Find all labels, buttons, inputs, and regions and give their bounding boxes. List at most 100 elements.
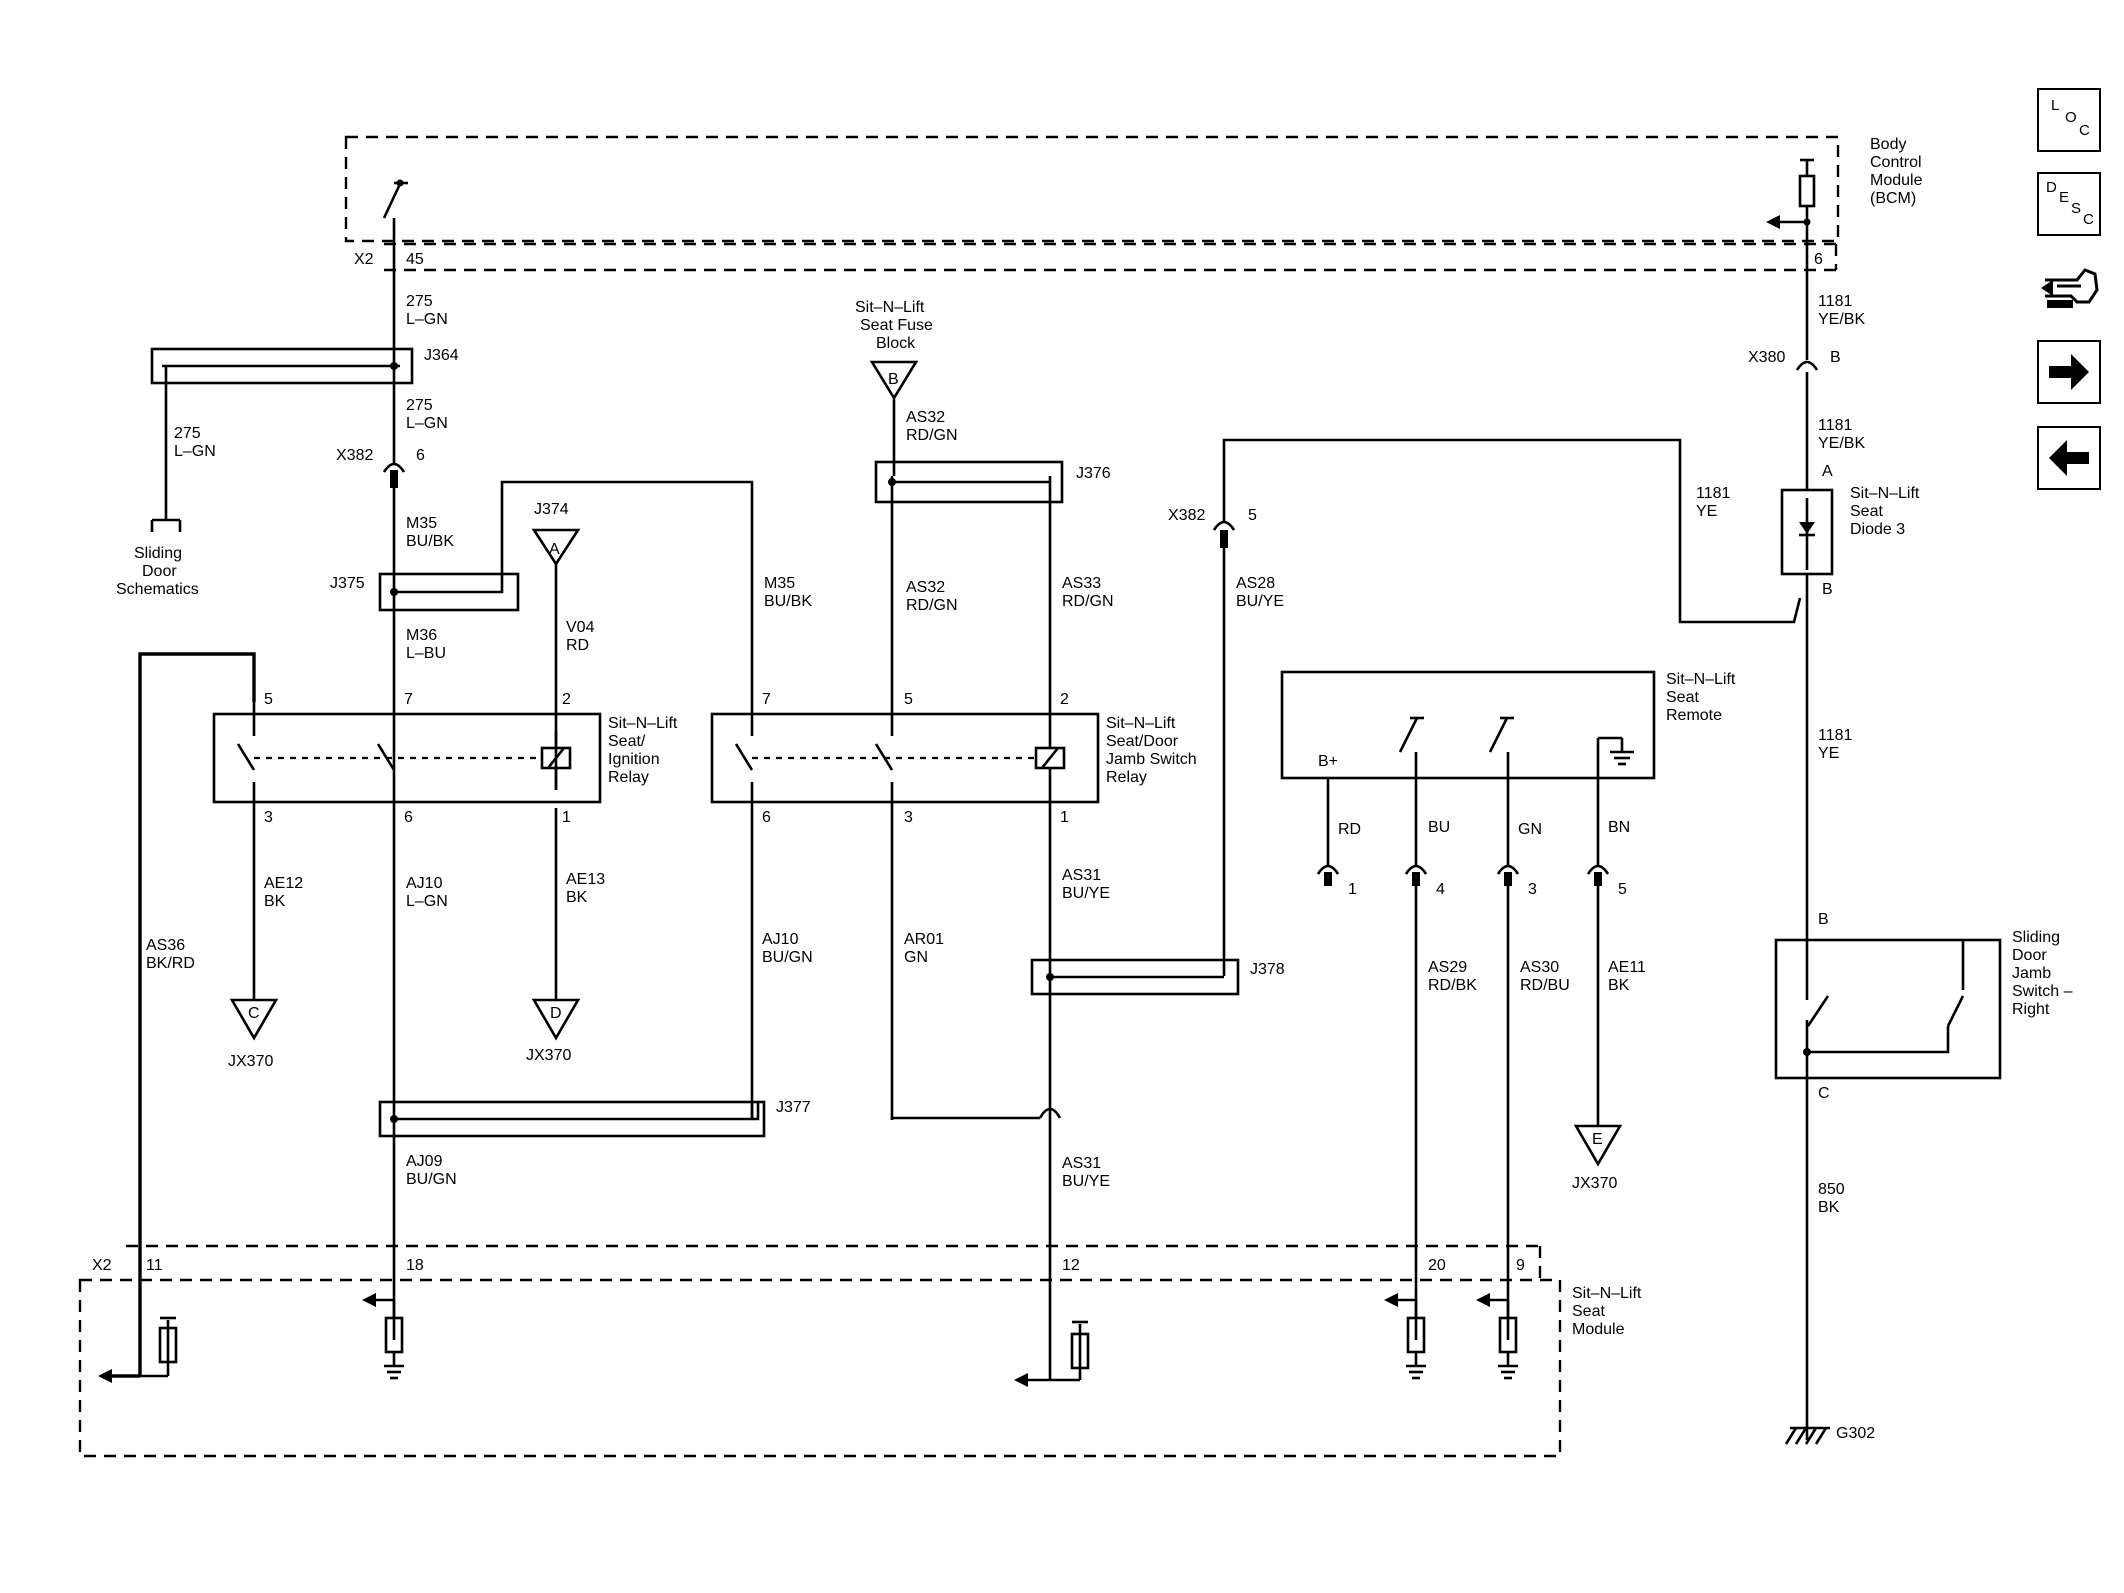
svg-text:Control: Control xyxy=(1870,154,1922,171)
wire-label: 1181 xyxy=(1818,417,1853,434)
seat-module-pin11-input xyxy=(98,1316,178,1383)
desc-icon[interactable]: D E S C xyxy=(2037,172,2101,236)
offpage-c-label: C xyxy=(248,1005,260,1022)
svg-text:Seat: Seat xyxy=(1666,689,1699,706)
relay-ign-label: Sit–N–Lift Seat/ Ignition Relay xyxy=(608,715,678,786)
loc-icon[interactable]: L O C xyxy=(2037,88,2101,152)
connector-tool-icon[interactable] xyxy=(2037,256,2101,320)
wire-label: 1181 xyxy=(1696,485,1731,502)
jx370-label: JX370 xyxy=(1572,1175,1617,1192)
offpage-b-label: B xyxy=(888,371,899,388)
pin-label: 5 xyxy=(264,691,273,708)
svg-text:Relay: Relay xyxy=(1106,769,1147,786)
wire-label: BU/YE xyxy=(1236,593,1284,610)
wire-label: L–GN xyxy=(406,311,448,328)
wire-label: BK xyxy=(264,893,286,910)
pin-label: 1 xyxy=(1060,809,1069,826)
wire-label: L–GN xyxy=(406,415,448,432)
wire-label: AJ10 xyxy=(762,931,799,948)
svg-text:Sit–N–Lift: Sit–N–Lift xyxy=(608,715,678,732)
seat-module-pin20-input xyxy=(1384,1293,1426,1380)
wire-label: BU/GN xyxy=(406,1171,457,1188)
loc-letter: L xyxy=(2051,97,2060,114)
j378-splice xyxy=(1030,958,1240,996)
svg-text:Module: Module xyxy=(1870,172,1923,189)
svg-text:Door: Door xyxy=(142,563,177,580)
wire-label: BU/BK xyxy=(764,593,812,610)
svg-text:Sliding: Sliding xyxy=(134,545,182,562)
wire-label: AS30 xyxy=(1520,959,1559,976)
j375-splice xyxy=(378,572,520,612)
wire-label: YE/BK xyxy=(1818,311,1865,328)
diode-label: Diode 3 xyxy=(1850,521,1905,538)
next-arrow-icon[interactable] xyxy=(2037,340,2101,404)
previous-arrow-icon[interactable] xyxy=(2037,426,2101,490)
wire-label: 275 xyxy=(406,397,433,414)
pin-label: 1 xyxy=(1348,881,1357,898)
remote-bplus-label: B+ xyxy=(1318,753,1338,770)
offpage-e xyxy=(1573,1124,1623,1167)
wire-label: AJ09 xyxy=(406,1153,443,1170)
wire-label: AS28 xyxy=(1236,575,1275,592)
wire-label: YE xyxy=(1696,503,1717,520)
relay-door-label: Sit–N–Lift Seat/Door Jamb Switch Relay xyxy=(1106,715,1197,786)
wire-label: AR01 xyxy=(904,931,944,948)
wire-label: 1181 xyxy=(1818,293,1853,310)
j374-label: J374 xyxy=(534,501,569,518)
fuse-block-label: Seat Fuse xyxy=(860,317,933,334)
wire-label: AS36 xyxy=(146,937,185,954)
offpage-d-label: D xyxy=(550,1005,562,1022)
wire-label: M35 xyxy=(406,515,437,532)
wire-label: L–GN xyxy=(174,443,216,460)
svg-text:Jamb: Jamb xyxy=(2012,965,2051,982)
bcm-label: Body Control Module (BCM) xyxy=(1870,136,1923,207)
wire-label: RD xyxy=(566,637,589,654)
diode-label: Sit–N–Lift xyxy=(1850,485,1920,502)
loc-letter: C xyxy=(2079,122,2090,139)
pin-label: 6 xyxy=(762,809,771,826)
sit-n-lift-ignition-relay xyxy=(212,712,602,804)
wire-label: AE11 xyxy=(1608,959,1646,976)
j364-splice xyxy=(150,347,414,385)
g302-label: G302 xyxy=(1836,1425,1875,1442)
wire-label: YE xyxy=(1818,745,1839,762)
pin-label: 5 xyxy=(1618,881,1627,898)
svg-text:Sit–N–Lift: Sit–N–Lift xyxy=(1666,671,1736,688)
wire-label: BK xyxy=(566,889,588,906)
pin-x382-5: 5 xyxy=(1248,507,1257,524)
j377-label: J377 xyxy=(776,1099,811,1116)
wire-label: AS32 xyxy=(906,579,945,596)
wire-label: L–BU xyxy=(406,645,446,662)
offpage-d xyxy=(531,998,581,1041)
sit-n-lift-door-jamb-relay xyxy=(710,712,1100,804)
desc-letter: D xyxy=(2046,179,2057,196)
offpage-e-label: E xyxy=(1592,1131,1603,1148)
sit-n-lift-seat-remote xyxy=(1280,670,1656,780)
wire-label: AS32 xyxy=(906,409,945,426)
pin-label: 1 xyxy=(562,809,571,826)
wire-label: L–GN xyxy=(406,893,448,910)
pin-label: 5 xyxy=(904,691,913,708)
seat-module-label: Sit–N–Lift Seat Module xyxy=(1572,1285,1642,1338)
jamb-switch-label: Sliding Door Jamb Switch – Right xyxy=(2012,929,2073,1018)
pin-label: 20 xyxy=(1428,1257,1446,1274)
svg-text:Remote: Remote xyxy=(1666,707,1722,724)
wire-label: AS33 xyxy=(1062,575,1101,592)
pin-diode-b: B xyxy=(1822,581,1833,598)
wire-label: M36 xyxy=(406,627,437,644)
loc-letter: O xyxy=(2065,109,2077,126)
svg-text:Sliding: Sliding xyxy=(2012,929,2060,946)
wire-label: BK xyxy=(1818,1199,1840,1216)
wire-label: AE13 xyxy=(566,871,605,888)
wire-as36 xyxy=(138,652,256,1376)
wire-label: RD/BU xyxy=(1520,977,1570,994)
fuse-block-label: Block xyxy=(876,335,916,352)
offpage-a xyxy=(531,528,581,567)
wire-label: AJ10 xyxy=(406,875,443,892)
pin-label: 12 xyxy=(1062,1257,1080,1274)
wire-m35-bu-bk xyxy=(394,480,754,710)
pin-label: 3 xyxy=(904,809,913,826)
sliding-door-ref xyxy=(150,518,182,532)
wire-crossover xyxy=(1038,1107,1062,1119)
